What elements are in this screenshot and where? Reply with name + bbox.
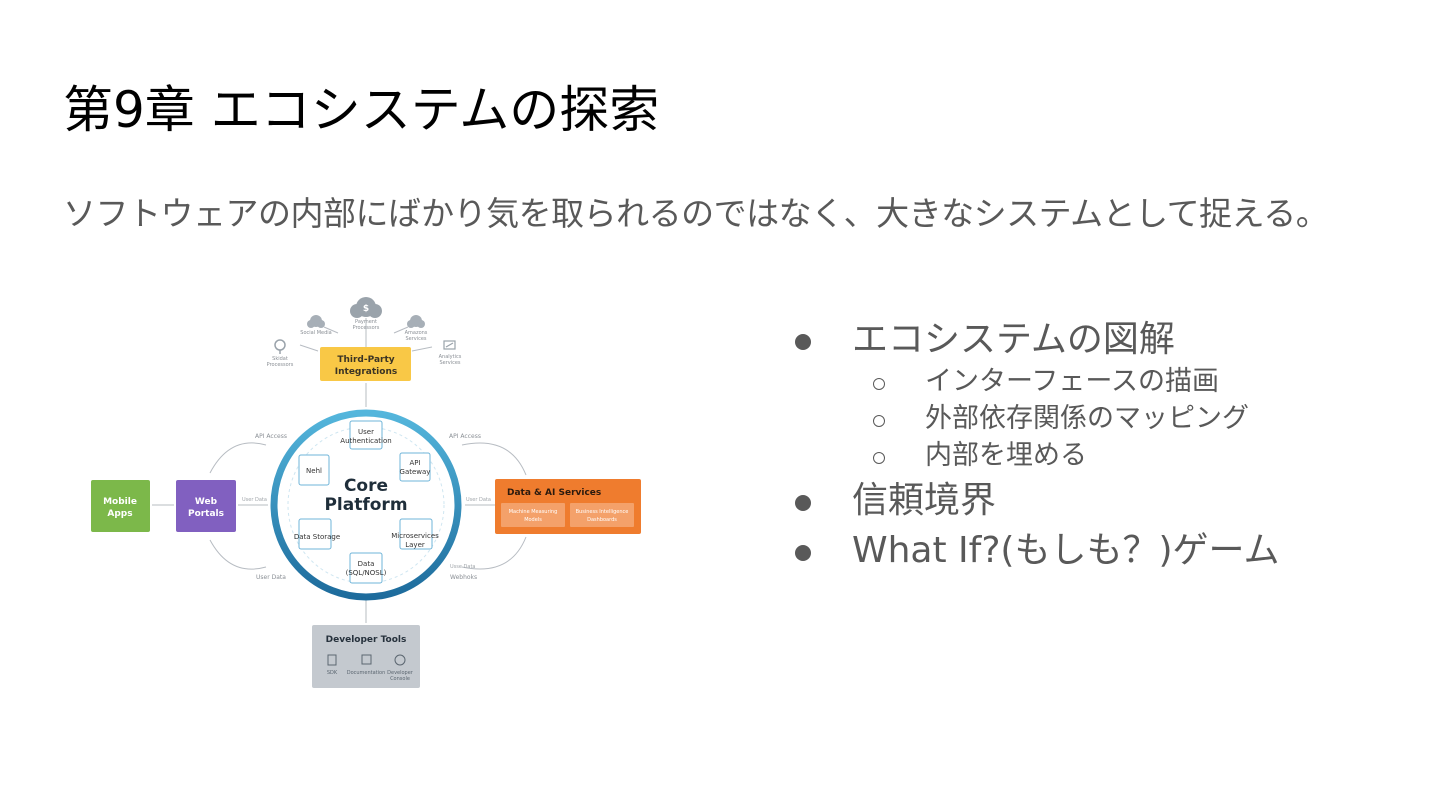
bullet-list: エコシステムの図解 インターフェースの描画 外部依存関係のマッピング 内部を埋め…: [795, 322, 1425, 579]
analytics-label: Analytics: [439, 354, 462, 360]
svg-text:Data Storage: Data Storage: [294, 533, 340, 541]
bullet-dot-icon: [795, 495, 811, 511]
user-data-right-bottom-label: Usse Data: [450, 564, 475, 570]
amazon-services-label: Amazons: [405, 330, 428, 336]
data-ai-title: Data & AI Services: [507, 488, 601, 498]
data-storage-node: [298, 518, 332, 550]
slide-subtitle: ソフトウェアの内部にばかり気を取られるのではなく、大きなシステムとして捉える。: [63, 194, 1329, 233]
svg-text:Services: Services: [405, 336, 426, 342]
sub-bullet-item: インターフェースの描画: [795, 368, 1425, 405]
svg-text:Services: Services: [439, 360, 460, 366]
user-auth-node: [349, 420, 383, 450]
svg-text:Mobile: Mobile: [103, 497, 137, 507]
svg-text:Gateway: Gateway: [400, 468, 431, 476]
svg-text:API: API: [409, 459, 420, 467]
sub-bullet-text: 内部を埋める: [925, 440, 1087, 471]
bullet-text: What If?(もしも？)ゲーム: [852, 530, 1280, 571]
svg-text:Dashboards: Dashboards: [587, 517, 617, 523]
third-party-title: Third-Party: [337, 355, 394, 365]
user-data-right-top-label: User Data: [466, 497, 491, 503]
ecosystem-diagram: $ Payment Processors Social Media Amazon…: [91, 297, 641, 688]
user-data-left-top-label: User Data: [242, 497, 267, 503]
console-icon: [394, 654, 406, 666]
amazon-cloud-icon: [407, 315, 425, 328]
core-platform-title: Core: [344, 476, 388, 496]
svg-text:Authentication: Authentication: [340, 437, 391, 445]
connector-lines: [152, 318, 527, 623]
developer-tools-title: Developer Tools: [326, 635, 407, 645]
svg-text:Nehl: Nehl: [306, 467, 322, 475]
social-media-label: Social Media: [300, 330, 331, 336]
svg-text:SDK: SDK: [327, 670, 338, 676]
svg-text:Platform: Platform: [324, 495, 407, 515]
svg-text:Processors: Processors: [353, 325, 380, 331]
microservices-node: [399, 518, 433, 550]
sub-bullet-item: 内部を埋める: [795, 442, 1425, 479]
data-sql-node: [349, 552, 383, 584]
slide-title: 第9章 エコシステムの探索: [63, 81, 660, 139]
hollow-circle-icon: [873, 415, 885, 427]
bullet-item: エコシステムの図解: [795, 322, 1425, 368]
bullet-item: 信頼境界: [795, 483, 1425, 529]
svg-text:Apps: Apps: [107, 509, 132, 519]
user-data-left-bottom-label: User Data: [256, 574, 286, 581]
sub-bullet-text: 外部依存関係のマッピング: [925, 403, 1249, 434]
bi-dashboards-box: [570, 503, 634, 527]
svg-text:Business Intelligence: Business Intelligence: [576, 509, 629, 515]
sub-bullet-item: 外部依存関係のマッピング: [795, 405, 1425, 442]
web-portals-box: [176, 480, 236, 532]
svg-text:Data: Data: [358, 560, 375, 568]
analytics-icon: [443, 340, 456, 350]
svg-text:Developer: Developer: [387, 670, 414, 676]
nehl-node: [298, 454, 330, 486]
webhooks-label: Webhoks: [450, 574, 477, 581]
bullet-dot-icon: [795, 545, 811, 561]
bullet-item: What If?(もしも？)ゲーム: [795, 533, 1425, 579]
svg-text:Console: Console: [390, 676, 410, 682]
ml-models-box: [501, 503, 565, 527]
svg-text:Machine Measuring: Machine Measuring: [509, 509, 558, 515]
mobile-apps-box: [91, 480, 150, 532]
svg-text:Processors: Processors: [267, 362, 294, 368]
svg-text:$: $: [363, 304, 369, 314]
svg-text:Web: Web: [195, 497, 218, 507]
svg-text:(SQL/NOSL): (SQL/NOSL): [346, 569, 387, 577]
api-access-right-label: API Access: [449, 433, 481, 440]
bullet-text: 信頼境界: [852, 480, 997, 521]
bullet-text: エコシステムの図解: [852, 319, 1175, 360]
cloud-icon: [350, 297, 382, 318]
svg-text:Layer: Layer: [405, 541, 425, 549]
payment-label: Payment: [355, 319, 377, 325]
sub-bullet-text: インターフェースの描画: [925, 366, 1220, 397]
svg-text:Documentation: Documentation: [347, 670, 386, 676]
documentation-icon: [361, 654, 372, 665]
third-party-box: [320, 347, 411, 381]
bullet-dot-icon: [795, 334, 811, 350]
hollow-circle-icon: [873, 378, 885, 390]
svg-text:Microservices: Microservices: [391, 532, 439, 540]
skidat-label: Skidat: [272, 356, 288, 362]
svg-text:Models: Models: [524, 517, 542, 523]
svg-text:Portals: Portals: [188, 509, 224, 519]
api-access-left-label: API Access: [255, 433, 287, 440]
hollow-circle-icon: [873, 452, 885, 464]
skidat-icon: [274, 339, 286, 354]
social-cloud-icon: [307, 315, 325, 328]
svg-text:User: User: [358, 428, 374, 436]
sdk-icon: [327, 654, 337, 666]
api-gateway-node: [399, 452, 431, 482]
svg-text:Integrations: Integrations: [335, 367, 397, 377]
developer-tools-box: [312, 625, 420, 688]
